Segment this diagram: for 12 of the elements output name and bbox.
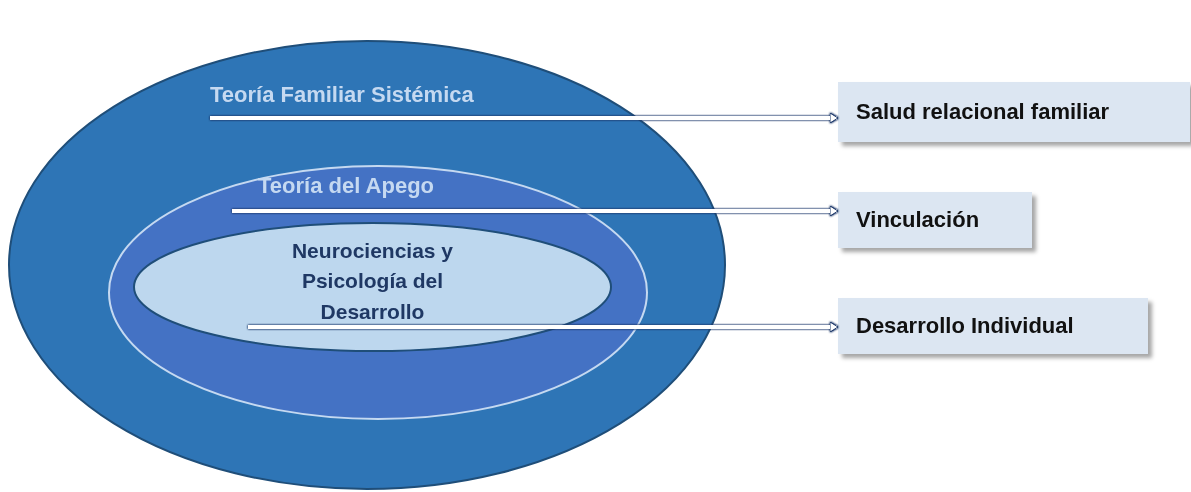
outer-ellipse bbox=[8, 40, 726, 490]
theory-title: Teoría Familiar Sistémica bbox=[210, 82, 474, 108]
arrow bbox=[210, 112, 839, 124]
result-box: Vinculación bbox=[838, 192, 1032, 248]
middle-ellipse bbox=[108, 165, 648, 420]
result-box: Desarrollo Individual bbox=[838, 298, 1148, 354]
arrow bbox=[232, 205, 839, 217]
theory-title: Neurociencias y Psicología del Desarrollo bbox=[290, 238, 455, 325]
inner-ellipse bbox=[133, 222, 612, 352]
arrow bbox=[248, 321, 839, 333]
theory-title: Teoría del Apego bbox=[258, 173, 435, 199]
result-box: Salud relacional familiar bbox=[838, 82, 1190, 142]
